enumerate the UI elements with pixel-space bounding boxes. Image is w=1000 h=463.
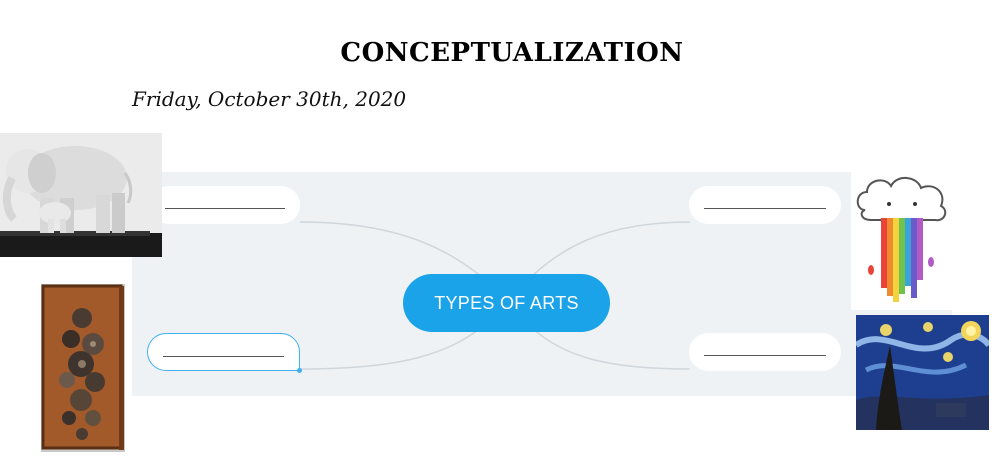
gear-assemblage-image — [41, 284, 125, 452]
page-title: CONCEPTUALIZATION — [340, 38, 684, 68]
starry-night-image — [856, 315, 989, 430]
central-topic[interactable]: TYPES OF ARTS — [403, 274, 610, 332]
elephant-sculpture-image — [0, 133, 162, 257]
topic-bottom-right[interactable] — [689, 333, 841, 371]
topic-top-right[interactable] — [689, 186, 841, 224]
blank-line — [165, 208, 285, 209]
blank-line — [704, 355, 826, 356]
connector-top-left — [299, 221, 489, 283]
topic-top-left[interactable] — [150, 186, 300, 224]
connector-bottom-right — [524, 321, 691, 370]
connector-top-right — [524, 221, 691, 283]
blank-line — [704, 208, 826, 209]
resize-handle[interactable] — [297, 368, 302, 373]
topic-bottom-left[interactable] — [147, 333, 302, 373]
date-text: Friday, October 30th, 2020 — [132, 87, 407, 111]
connector-bottom-left — [299, 321, 489, 370]
blank-line — [163, 356, 284, 357]
rainbow-cloud-image — [851, 170, 957, 310]
